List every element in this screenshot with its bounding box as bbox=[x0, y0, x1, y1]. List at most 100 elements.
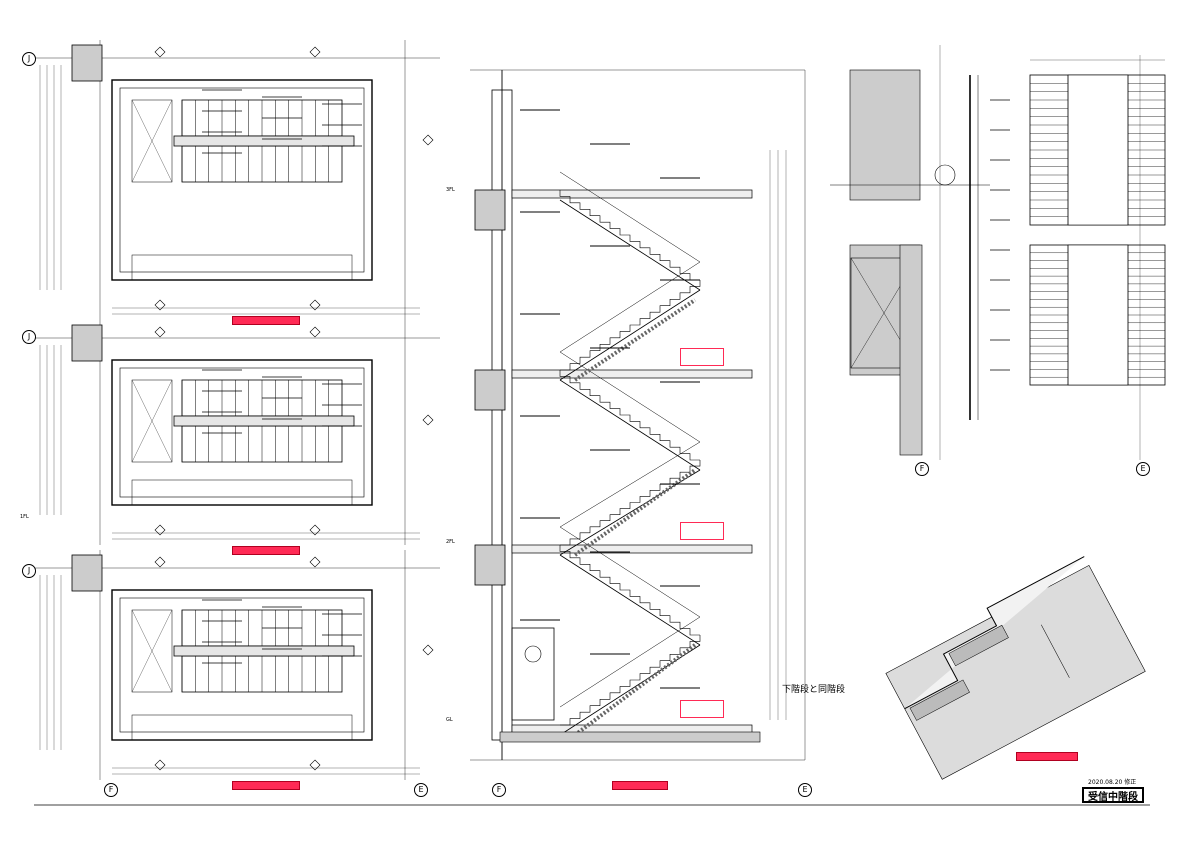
plan-title-tag-lower bbox=[232, 781, 300, 790]
elevation-panel-center bbox=[1067, 74, 1129, 226]
stair-handrail bbox=[559, 351, 701, 443]
section-marker bbox=[309, 556, 321, 568]
stair-soffit bbox=[559, 644, 701, 736]
section-marker bbox=[309, 46, 321, 58]
plan-inner-wall bbox=[119, 87, 365, 273]
tilted-detail-finish bbox=[909, 679, 970, 721]
grid-bubble-f-section: F bbox=[492, 783, 506, 797]
elevation-panel-center bbox=[1067, 244, 1129, 386]
grid-bubble-e-detail: E bbox=[1136, 462, 1150, 476]
stair-flight-profile bbox=[560, 635, 701, 726]
plan-column bbox=[71, 44, 103, 82]
plan-title-tag-upper bbox=[232, 316, 300, 325]
section-marker bbox=[309, 759, 321, 771]
stair-handrail bbox=[559, 441, 701, 528]
stair-handrail bbox=[559, 171, 701, 263]
stair-landing bbox=[131, 609, 173, 693]
revision-date: 2020.08.20 修正 bbox=[1088, 779, 1137, 786]
stair-flight-profile bbox=[560, 280, 701, 371]
stair-flight-profile bbox=[560, 460, 701, 546]
section-marker bbox=[422, 644, 434, 656]
stair-handrail bbox=[173, 645, 355, 657]
stair-flight-profile bbox=[559, 545, 700, 636]
section-marker bbox=[154, 326, 166, 338]
plan-outer-wall bbox=[111, 79, 373, 281]
section-marker bbox=[154, 46, 166, 58]
landing-diagonal bbox=[131, 99, 173, 183]
grid-bubble-j-2: J bbox=[22, 330, 36, 344]
stair-handrail bbox=[173, 135, 355, 147]
stair-soffit bbox=[559, 469, 701, 556]
plan-outer-wall bbox=[111, 359, 373, 506]
stair-landing bbox=[131, 379, 173, 463]
section-marker bbox=[422, 414, 434, 426]
level-mark-1fl: 1FL bbox=[20, 514, 29, 520]
stair-soffit bbox=[559, 289, 701, 381]
drawing-title: 受信中階段 bbox=[1082, 787, 1144, 803]
section-red-callout-middle bbox=[680, 522, 724, 540]
tilted-detail-finish bbox=[948, 624, 1009, 667]
plan-corridor bbox=[131, 479, 353, 506]
level-mark-2fl: 2FL bbox=[446, 539, 455, 545]
section-floor-slab bbox=[511, 369, 753, 379]
grid-bubble-e-section: E bbox=[798, 783, 812, 797]
detail-column bbox=[899, 244, 923, 456]
stair-flight-profile bbox=[559, 190, 700, 281]
section-marker bbox=[422, 134, 434, 146]
stair-handrail bbox=[559, 526, 701, 618]
landing-diagonal bbox=[131, 609, 173, 693]
section-marker bbox=[309, 524, 321, 536]
stair-flight-hatch bbox=[573, 298, 697, 382]
section-door-vision-panel bbox=[524, 645, 542, 663]
plan-title-tag-middle bbox=[232, 546, 300, 555]
section-red-callout-upper bbox=[680, 348, 724, 366]
stair-handrail bbox=[173, 415, 355, 427]
stair-flight-profile bbox=[559, 370, 700, 461]
section-red-callout-lower bbox=[680, 700, 724, 718]
plan-corridor bbox=[131, 714, 353, 741]
section-note: 下階段と同階段 bbox=[782, 685, 846, 695]
detail-wall-hatch bbox=[849, 69, 921, 201]
detail-pipe bbox=[934, 164, 956, 186]
level-mark-3fl: 3FL bbox=[446, 187, 455, 193]
section-ground bbox=[499, 731, 761, 743]
plan-column bbox=[71, 554, 103, 592]
tilted-detail bbox=[885, 556, 1146, 780]
plan-inner-wall bbox=[119, 367, 365, 498]
stair-handrail bbox=[559, 616, 701, 708]
stair-soffit bbox=[559, 554, 701, 646]
grid-bubble-j-3: J bbox=[22, 564, 36, 578]
section-marker bbox=[309, 326, 321, 338]
stair-flight-hatch bbox=[573, 468, 697, 557]
section-marker bbox=[154, 759, 166, 771]
stair-handrail bbox=[559, 261, 701, 353]
level-mark-gl: GL bbox=[446, 717, 453, 723]
stair-flight-hatch bbox=[573, 643, 697, 737]
grid-bubble-f-detail: F bbox=[915, 462, 929, 476]
section-beam bbox=[474, 369, 506, 411]
section-marker bbox=[154, 299, 166, 311]
grid-bubble-e-plan: E bbox=[414, 783, 428, 797]
section-floor-slab bbox=[511, 189, 753, 199]
stair-soffit bbox=[559, 199, 701, 291]
stair-landing bbox=[131, 99, 173, 183]
stair-soffit bbox=[559, 379, 701, 471]
grid-bubble-f-plan: F bbox=[104, 783, 118, 797]
landing-diagonal bbox=[131, 379, 173, 463]
section-beam bbox=[474, 189, 506, 231]
section-marker bbox=[154, 556, 166, 568]
detail-title-tag bbox=[1016, 752, 1078, 761]
grid-bubble-j-1: J bbox=[22, 52, 36, 66]
section-marker bbox=[154, 524, 166, 536]
plan-inner-wall bbox=[119, 597, 365, 733]
tilted-detail-concrete bbox=[885, 564, 1146, 780]
plan-column bbox=[71, 324, 103, 362]
section-floor-slab bbox=[511, 544, 753, 554]
section-title-tag bbox=[612, 781, 668, 790]
section-beam bbox=[474, 544, 506, 586]
plan-corridor bbox=[131, 254, 353, 281]
section-marker bbox=[309, 299, 321, 311]
plan-outer-wall bbox=[111, 589, 373, 741]
